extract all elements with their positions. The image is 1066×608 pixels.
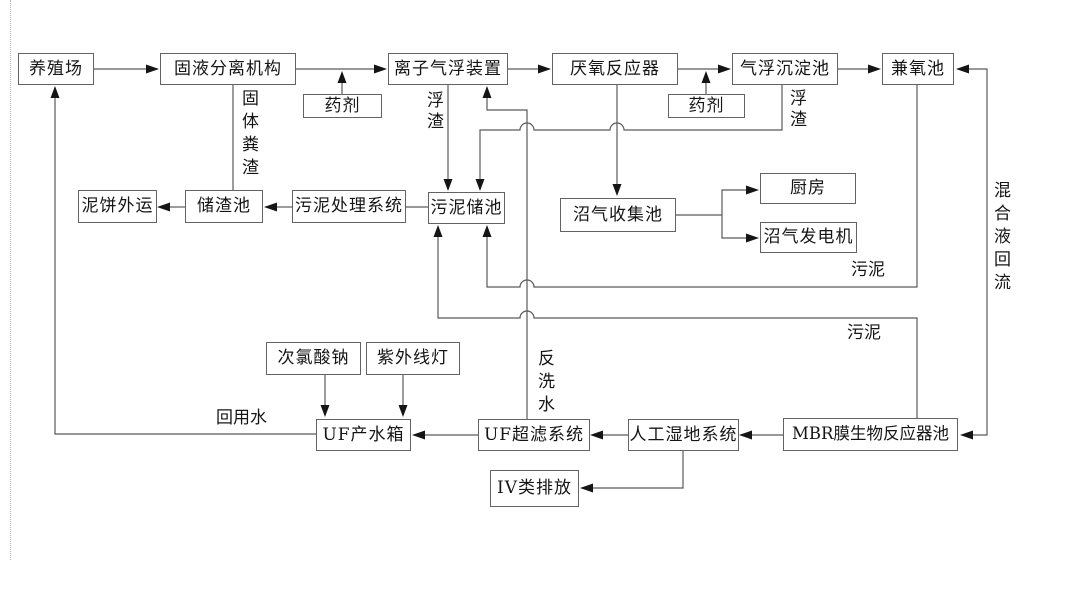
node-anaerobic-reactor: 厌氧反应器 — [552, 53, 678, 85]
node-uf-ultrafiltration-system: UF超滤系统 — [478, 419, 590, 451]
node-facultative-tank: 兼氧池 — [882, 53, 954, 85]
node-solid-liquid-separator: 固液分离机构 — [160, 53, 296, 85]
node-kitchen: 厨房 — [760, 173, 856, 204]
node-class-iv-discharge: IV类排放 — [490, 470, 579, 507]
label-sludge-upper: 污泥 — [851, 260, 885, 280]
node-uv-lamp: 紫外线灯 — [366, 342, 460, 375]
node-chemical-agent-1: 药剂 — [303, 94, 382, 118]
node-uf-product-water-tank: UF产水箱 — [316, 419, 411, 451]
scan-border-artifact — [10, 0, 11, 560]
node-sludge-storage-tank: 污泥储池 — [428, 192, 505, 224]
node-sodium-hypochlorite: 次氯酸钠 — [266, 342, 361, 375]
node-biogas-generator: 沼气发电机 — [760, 222, 857, 253]
label-scum-right: 浮渣 — [786, 89, 806, 131]
node-farm: 养殖场 — [18, 53, 94, 85]
node-biogas-collection-tank: 沼气收集池 — [560, 198, 676, 232]
node-mbr-membrane-bioreactor-tank: MBR膜生物反应器池 — [783, 418, 958, 451]
label-backwash-water: 反洗水 — [534, 349, 554, 418]
node-residue-storage-tank: 储渣池 — [185, 190, 263, 223]
label-mixed-liquor-return: 混合液回流 — [990, 181, 1010, 296]
node-constructed-wetland-system: 人工湿地系统 — [628, 419, 739, 451]
node-chemical-agent-2: 药剂 — [668, 94, 745, 118]
node-sludge-treatment-system: 污泥处理系统 — [292, 190, 406, 223]
node-flotation-sedimentation-tank: 气浮沉淀池 — [732, 53, 838, 85]
label-reuse-water: 回用水 — [216, 408, 267, 428]
node-mud-cake-outbound: 泥饼外运 — [78, 190, 157, 223]
label-solid-manure-residue: 固体粪渣 — [238, 89, 258, 181]
label-scum-left: 浮渣 — [423, 91, 443, 133]
label-sludge-lower: 污泥 — [847, 323, 881, 343]
node-ion-flotation-device: 离子气浮装置 — [388, 53, 508, 85]
arrowheads — [50, 64, 973, 493]
